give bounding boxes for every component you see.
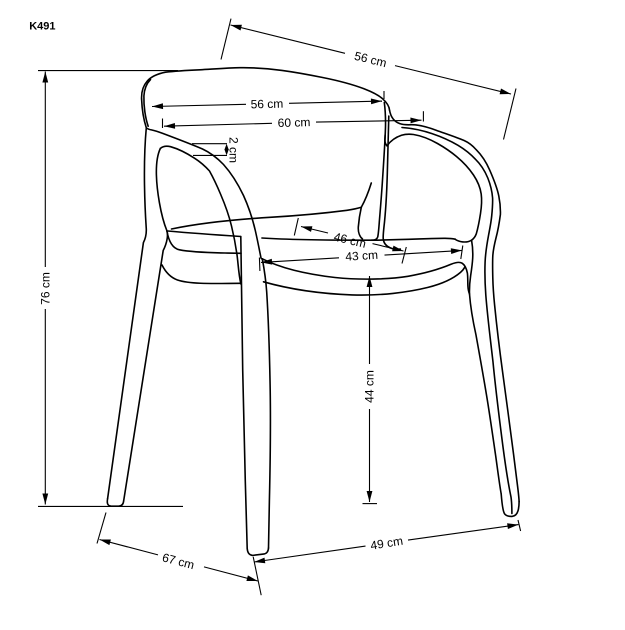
- svg-text:K491: K491: [29, 21, 55, 33]
- svg-text:60 cm: 60 cm: [277, 115, 310, 130]
- svg-text:43 cm: 43 cm: [345, 248, 378, 264]
- svg-text:44 cm: 44 cm: [363, 370, 377, 403]
- svg-text:49 cm: 49 cm: [369, 534, 403, 553]
- svg-text:2 cm: 2 cm: [226, 137, 240, 163]
- svg-text:56 cm: 56 cm: [250, 97, 283, 112]
- svg-text:76 cm: 76 cm: [38, 272, 52, 305]
